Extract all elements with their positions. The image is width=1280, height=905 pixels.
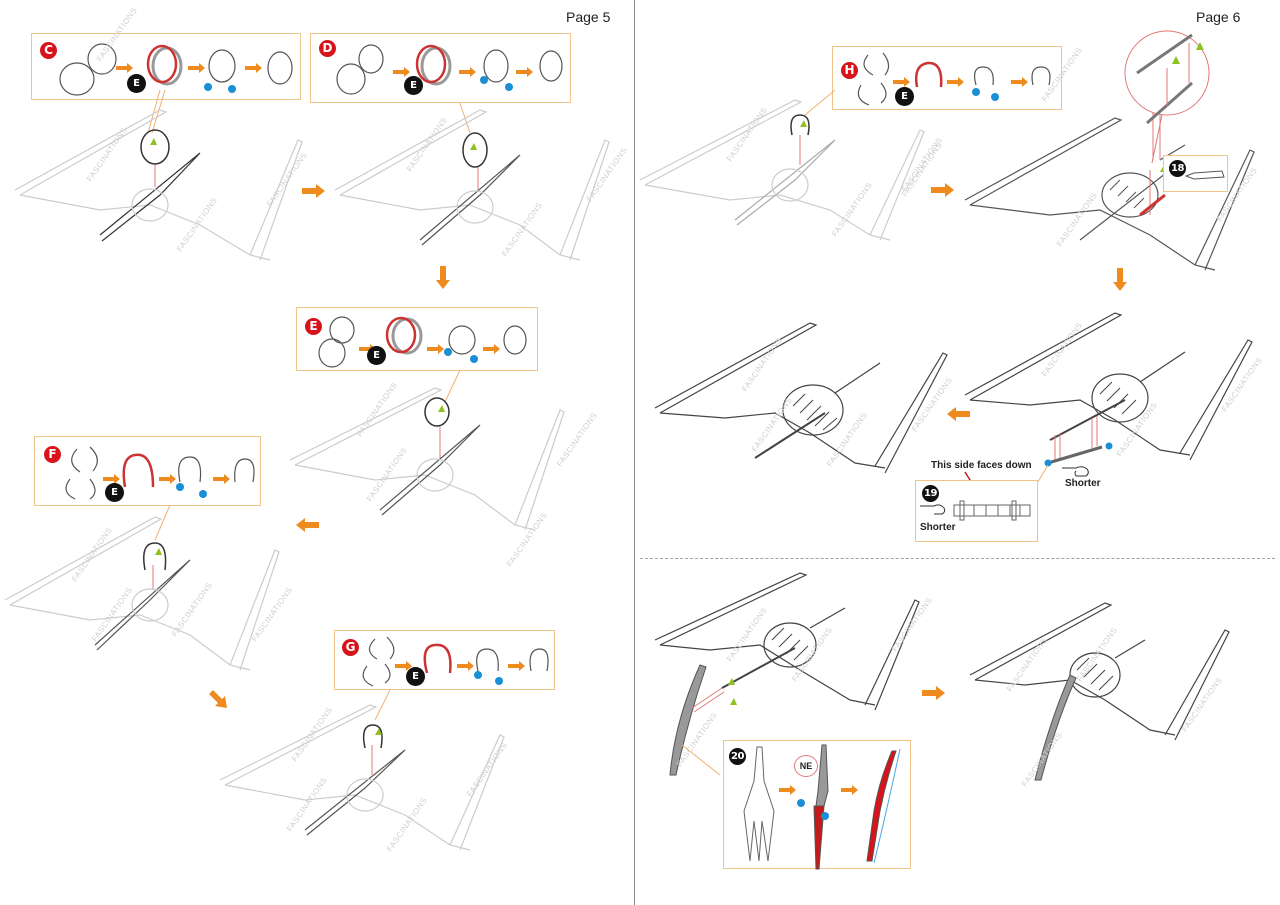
down-right-arrow-icon (209, 690, 227, 708)
pterosaur-model-step-c (14, 89, 303, 261)
part-badge-e: E (406, 667, 425, 686)
step-d-diagram (336, 44, 563, 95)
shorter-hint-left: Shorter (920, 522, 956, 533)
step-e-diagram (318, 316, 527, 368)
right-arrow-icon (922, 686, 945, 700)
down-arrow-icon (1113, 268, 1127, 291)
part-number-18: 18 (1169, 160, 1186, 177)
page-number: Page 5 (566, 9, 611, 25)
pterosaur-model-final (969, 602, 1230, 781)
part-20-callout: 20 NE (723, 740, 911, 870)
part-badge-e: E (127, 74, 146, 93)
step-badge-h: H (841, 62, 858, 79)
pterosaur-model-step-f (4, 504, 280, 671)
step-c-diagram (59, 43, 293, 96)
part-badge-e: E (895, 87, 914, 106)
part-badge-e: E (105, 483, 124, 502)
step-badge-d: D (319, 40, 336, 57)
step-g-callout: G E (334, 630, 555, 690)
part-19-callout: 19 Shorter (915, 480, 1038, 542)
pterosaur-model-step-g (219, 689, 505, 851)
left-arrow-icon (947, 407, 970, 421)
part-badge-e: E (404, 76, 423, 95)
right-arrow-icon (459, 67, 476, 77)
step-f-diagram (65, 446, 255, 500)
step-d-callout: D E (310, 33, 571, 103)
right-arrow-icon (245, 63, 262, 73)
pterosaur-model-tail-attach (964, 312, 1253, 496)
pterosaur-model-wing-attach (654, 572, 920, 776)
pterosaur-model-step-h (639, 89, 925, 241)
section-divider (640, 558, 1275, 559)
part-19-diagram (920, 500, 1031, 521)
part-18-diagram (1184, 170, 1225, 180)
right-arrow-icon (116, 63, 133, 73)
step-h-callout: H E (832, 46, 1062, 110)
step-e-callout: E E (296, 307, 538, 371)
shorter-hint-right: Shorter (1065, 478, 1101, 489)
step-g-diagram (362, 636, 549, 687)
step-badge-c: C (40, 42, 57, 59)
pterosaur-model-step-d (334, 102, 610, 261)
page-6: Page 6 H E FASCINATIONS FASCINATIONS FAS… (635, 0, 1280, 905)
pointing-hand-icon (1062, 466, 1089, 477)
right-arrow-icon (188, 63, 205, 73)
pterosaur-model-step-e (289, 369, 565, 531)
right-arrow-icon (931, 183, 954, 197)
part-18-callout: 18 (1163, 155, 1228, 192)
part-badge-e: E (367, 346, 386, 365)
ne-marker: NE (794, 755, 818, 777)
right-arrow-icon (516, 67, 533, 77)
step-h-diagram (857, 52, 1051, 106)
page-divider (634, 0, 635, 905)
left-arrow-icon (296, 518, 319, 532)
pterosaur-model-with-tail (654, 322, 948, 474)
face-down-annotation: This side faces down (931, 460, 1032, 471)
step-badge-g: G (342, 639, 359, 656)
step-c-callout: C E (31, 33, 301, 100)
step-badge-f: F (44, 446, 61, 463)
page-number: Page 6 (1196, 9, 1241, 25)
right-arrow-icon (302, 184, 325, 198)
part-number-19: 19 (922, 485, 939, 502)
part-20-diagram (743, 744, 901, 870)
part-number-20: 20 (729, 748, 746, 765)
step-f-callout: F E (34, 436, 261, 506)
right-arrow-icon (393, 67, 410, 77)
down-arrow-icon (436, 266, 450, 289)
detail-magnifier (1124, 30, 1210, 164)
page-5: Page 5 C E D (0, 0, 634, 905)
step-badge-e: E (305, 318, 322, 335)
